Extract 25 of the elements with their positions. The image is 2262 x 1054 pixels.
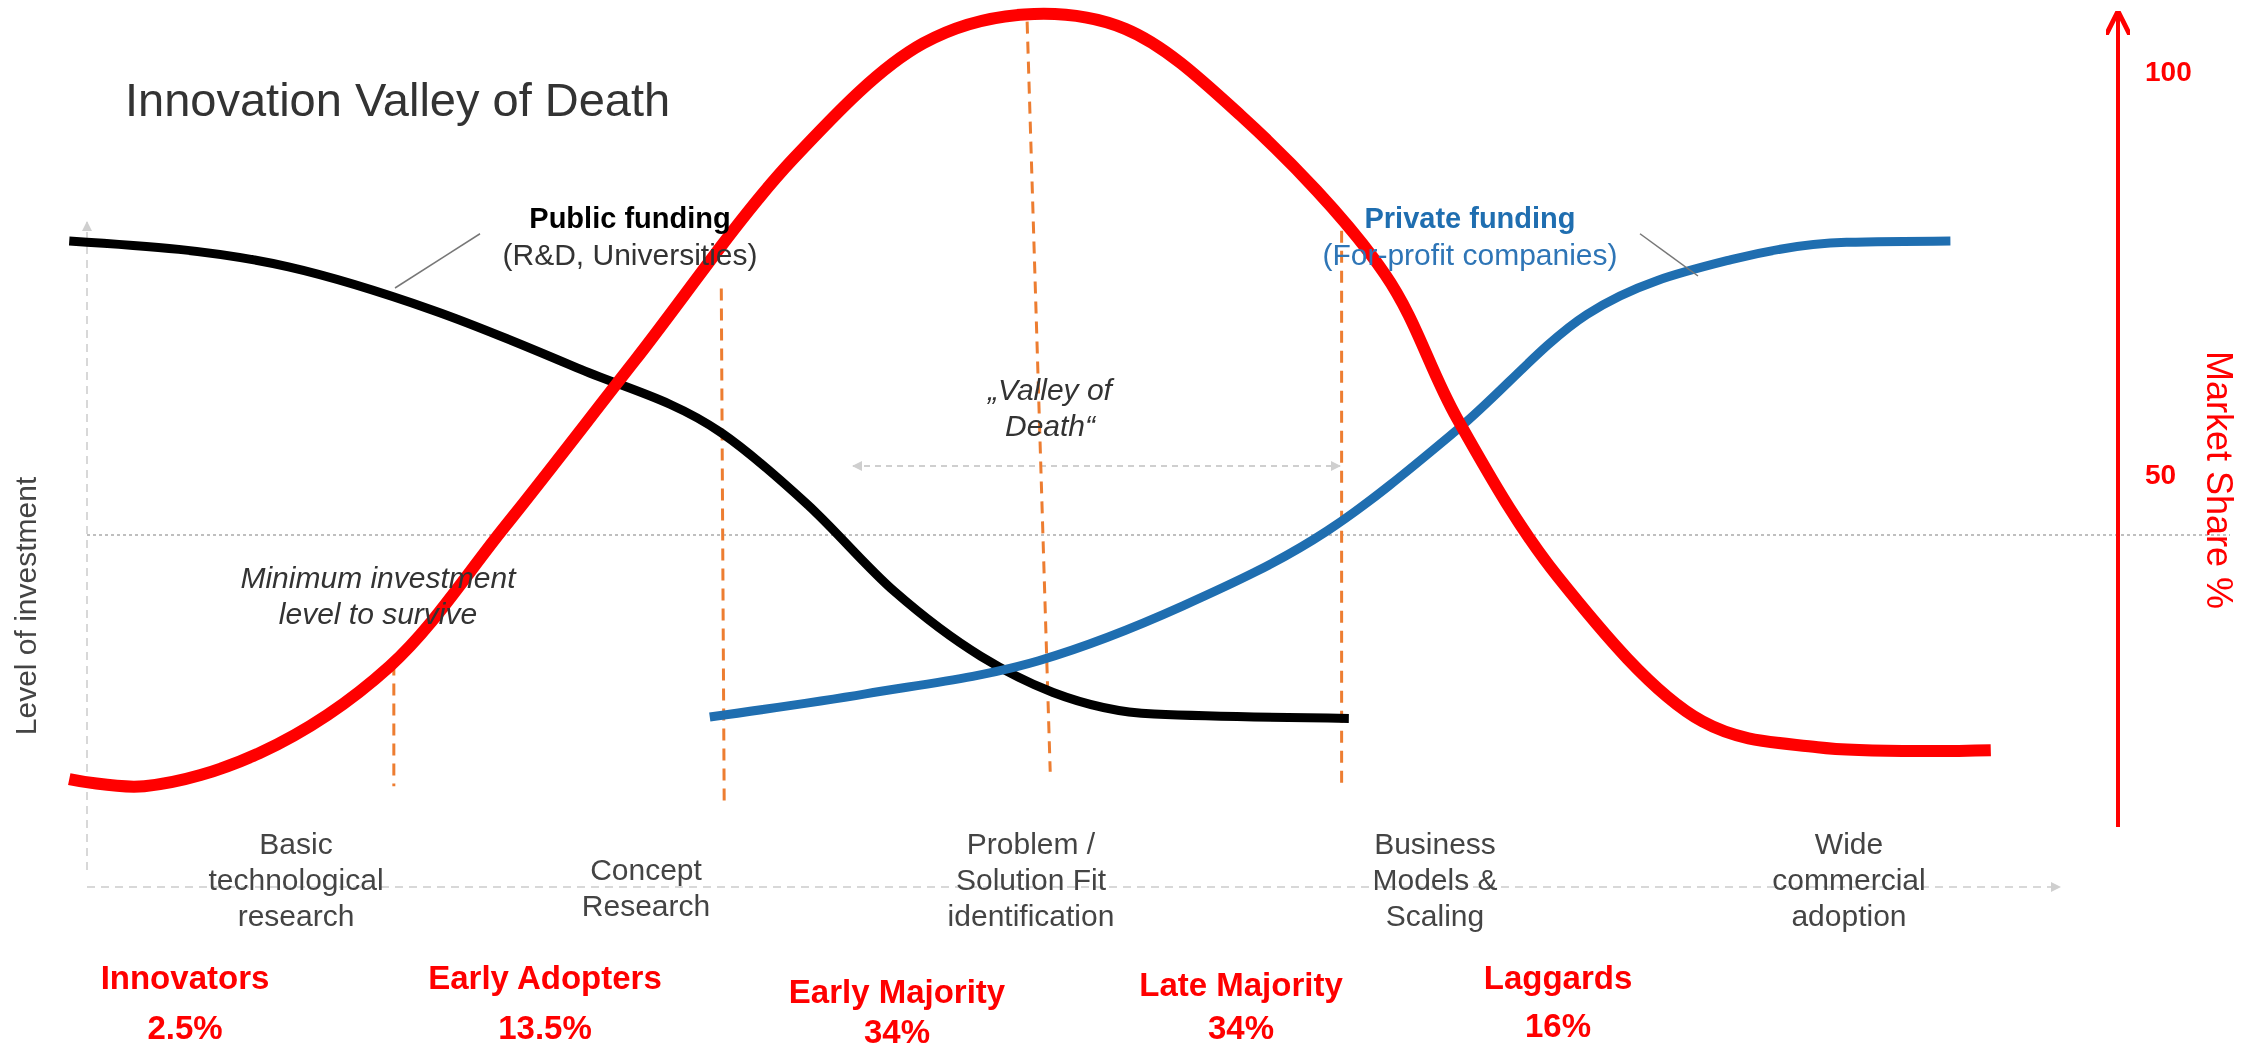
- stage-label: Problem / Solution Fit identification: [946, 826, 1116, 934]
- stage-label: Wide commercial adoption: [1771, 826, 1927, 934]
- funding-heading: Private funding: [1363, 201, 1577, 236]
- adopter-group-label: Late Majority: [1138, 965, 1344, 1005]
- diagram-title: Innovation Valley of Death: [125, 72, 671, 128]
- adopter-share: 34%: [862, 1012, 932, 1052]
- adopter-group-label: Laggards: [1482, 958, 1634, 998]
- adopter-group-label: Early Adopters: [427, 958, 663, 998]
- stage-label: Concept Research: [580, 852, 712, 924]
- funding-heading: Public funding: [528, 201, 732, 236]
- adopter-share: 2.5%: [146, 1008, 224, 1048]
- adopter-share: 16%: [1523, 1006, 1593, 1046]
- adopter-group-label: Early Majority: [787, 972, 1007, 1012]
- axis-tick-label: 50: [2145, 458, 2178, 492]
- annotation-text: „Valley of Death“: [960, 372, 1140, 444]
- adopter-group-label: Innovators: [99, 958, 271, 998]
- leader-line: [1639, 233, 1699, 277]
- leader-line: [394, 233, 481, 289]
- stage-label: Basic technological research: [207, 826, 385, 934]
- axis-tick-label: 100: [2145, 55, 2193, 89]
- axis-title: Level of investment: [8, 476, 43, 736]
- stage-label: Business Models & Scaling: [1371, 826, 1499, 934]
- adopter-share: 13.5%: [497, 1008, 593, 1048]
- adopter-share: 34%: [1206, 1008, 1276, 1048]
- axis-title: Market Share %: [2197, 350, 2241, 610]
